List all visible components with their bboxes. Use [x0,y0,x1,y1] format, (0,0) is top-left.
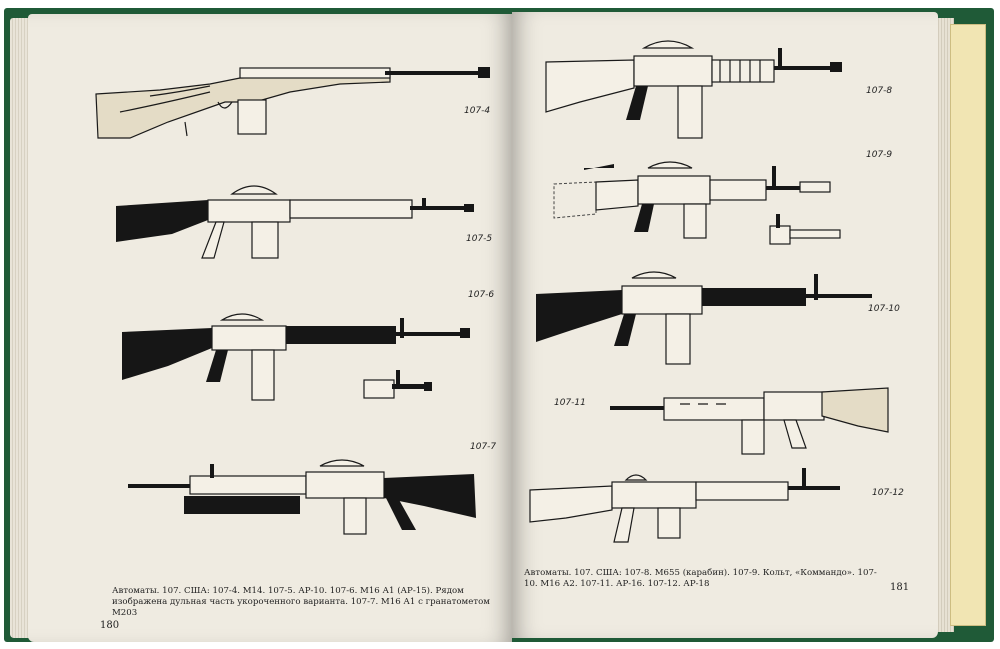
left-page: 107-4 107-5 107-6 [28,14,512,642]
figure-label-107-5: 107-5 [466,234,493,244]
figure-label-107-9: 107-9 [866,150,893,160]
rifle-ar16-illustration [610,387,889,455]
rifle-m16a1-m203-illustration [128,459,476,535]
left-page-caption: Автоматы. 107. США: 107-4. М14. 107-5. А… [112,586,490,618]
figure-label-107-4: 107-4 [464,106,491,116]
right-page: 107-8 107-9 [512,12,938,638]
figure-label-107-6: 107-6 [468,290,495,300]
rifle-m16a2-illustration [536,271,872,365]
figure-label-107-10: 107-10 [868,304,900,314]
carbine-m655-illustration [545,40,842,139]
rifle-m14-illustration [95,67,490,139]
rifle-ar18-illustration [529,468,840,543]
muzzle-detail-illustration [363,370,432,399]
figure-label-107-11: 107-11 [554,398,586,408]
rifle-ar10-illustration [116,185,474,259]
left-page-number: 180 [100,620,120,631]
figure-label-107-8: 107-8 [866,86,893,96]
rifle-m16a1-illustration [122,313,470,401]
left-page-edges [10,18,30,638]
colt-commando-illustration [553,161,841,245]
right-page-edges [936,18,954,632]
right-page-caption: Автоматы. 107. США: 107-8. М655 (карабин… [524,568,877,589]
back-board [950,24,986,626]
right-page-number: 181 [890,582,910,593]
figure-label-107-12: 107-12 [872,488,904,498]
figure-label-107-7: 107-7 [470,442,497,452]
